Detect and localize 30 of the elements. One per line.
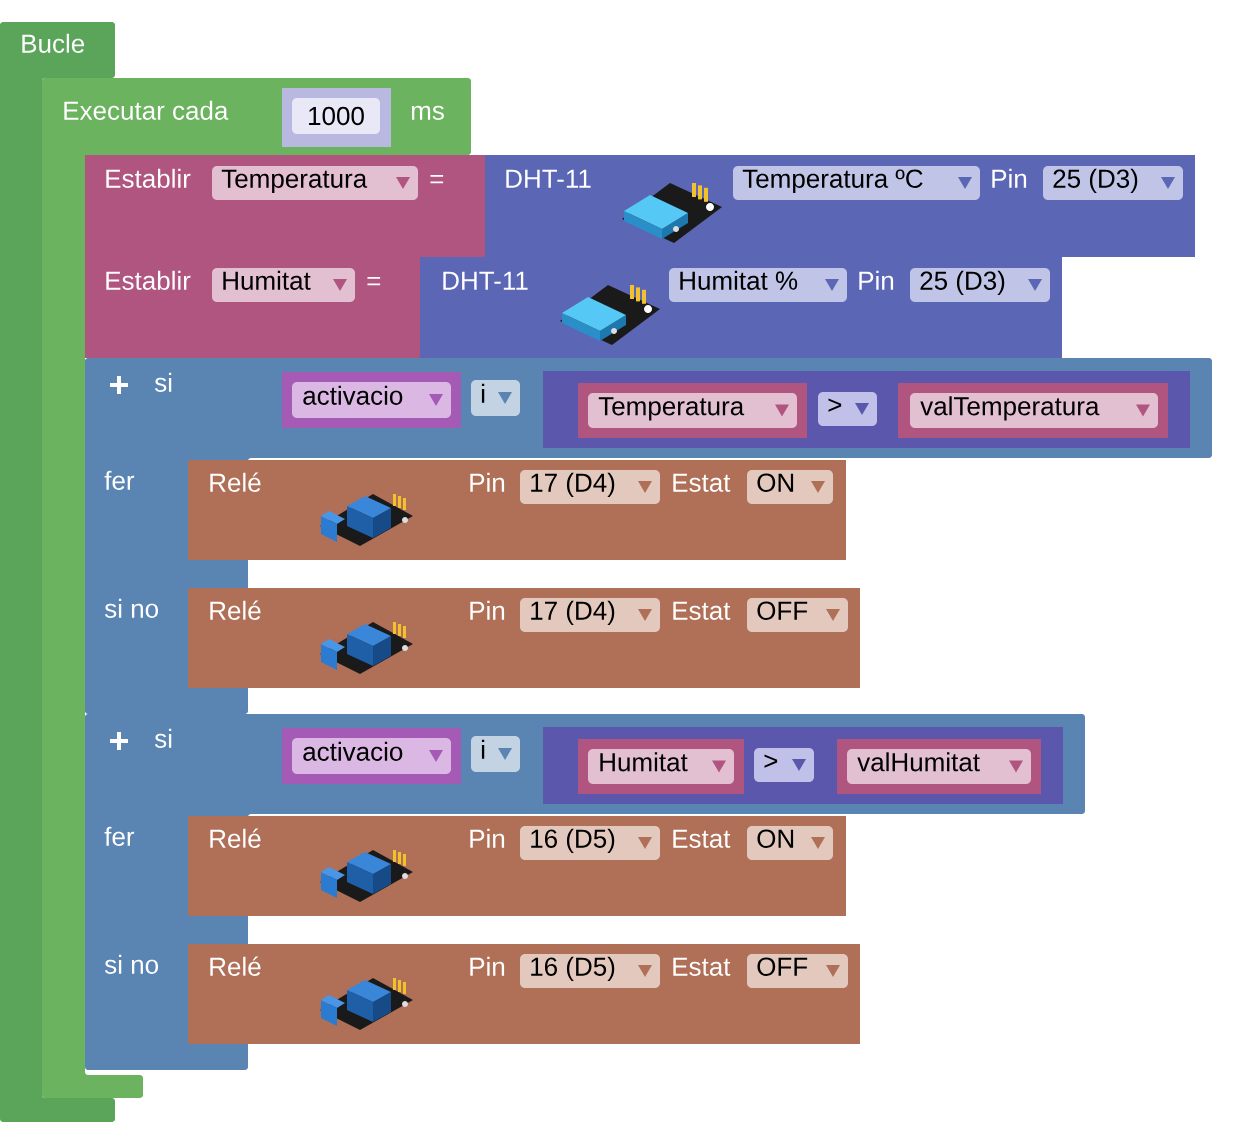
dropdown-field: 25 (D3): [1043, 166, 1183, 200]
dropdown-field: >: [754, 748, 814, 782]
node-label: DHT-11: [506, 169, 591, 188]
dropdown-field: Humitat %: [669, 268, 847, 302]
dropdown-field: OFF: [747, 954, 848, 988]
dropdown-field: Temperatura: [212, 166, 418, 200]
variable-block: Humitat: [578, 739, 744, 794]
dropdown-field: ON: [747, 470, 833, 504]
node-label: Pin: [992, 168, 1027, 188]
dropdown-field: Temperatura ºC: [733, 166, 980, 200]
dropdown-field: 16 (D5): [520, 954, 660, 988]
dropdown-field: ON: [747, 826, 833, 860]
variable-block: valHumitat: [837, 739, 1041, 794]
dropdown-field: 17 (D4): [520, 598, 660, 632]
dropdown-field: 17 (D4): [520, 470, 660, 504]
node-label: =: [367, 276, 381, 286]
dropdown-field: 25 (D3): [910, 268, 1050, 302]
number-block: 1000: [282, 88, 391, 147]
dropdown-field: OFF: [747, 598, 848, 632]
dropdown-field: Humitat: [212, 268, 355, 302]
variable-block: valTemperatura: [898, 383, 1168, 438]
variable-block: Temperatura: [578, 383, 807, 438]
dropdown-field: 16 (D5): [520, 826, 660, 860]
dropdown-field: >: [818, 392, 877, 426]
dropdown-field: i: [471, 736, 520, 772]
node-label: =: [430, 174, 444, 184]
variable-block: activacio: [282, 372, 461, 428]
variable-block: activacio: [282, 728, 461, 784]
dropdown-field: i: [471, 380, 520, 416]
node-label: Pin: [859, 270, 894, 290]
